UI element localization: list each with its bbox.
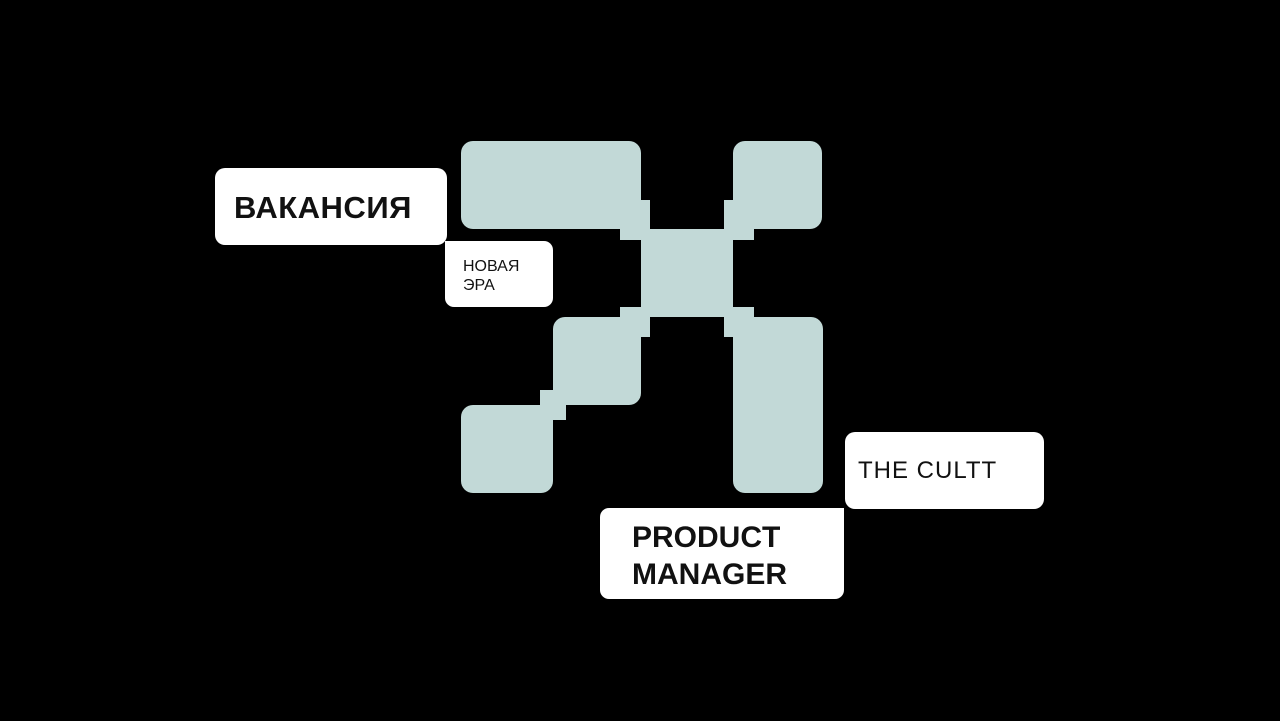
era-line-1: НОВАЯ [463,258,520,275]
company-text: THE CULTT [858,457,998,484]
logo-block-top-left [461,141,641,229]
logo-connector-bottom-left [540,390,566,420]
vacancy-label: ВАКАНСИЯ [215,168,447,245]
logo-block-bottom-left [461,405,553,493]
logo-connector-middle-left [620,307,650,337]
role-label: PRODUCT MANAGER [600,508,844,599]
company-label: THE CULTT [845,432,1044,509]
logo-block-center [641,229,733,317]
logo-block-middle-left [553,317,641,405]
vacancy-text: ВАКАНСИЯ [234,190,412,225]
logo-block-top-right [733,141,822,229]
logo-block-bottom-right [733,317,823,493]
logo-connector-top-left [620,200,650,240]
new-era-label: НОВАЯ ЭРА [445,241,553,307]
era-line-2: ЭРА [463,277,495,294]
role-line-2: MANAGER [632,558,787,591]
logo-connector-top-right [724,200,754,240]
role-line-1: PRODUCT [632,521,781,554]
logo-connector-bottom-right [724,307,754,337]
